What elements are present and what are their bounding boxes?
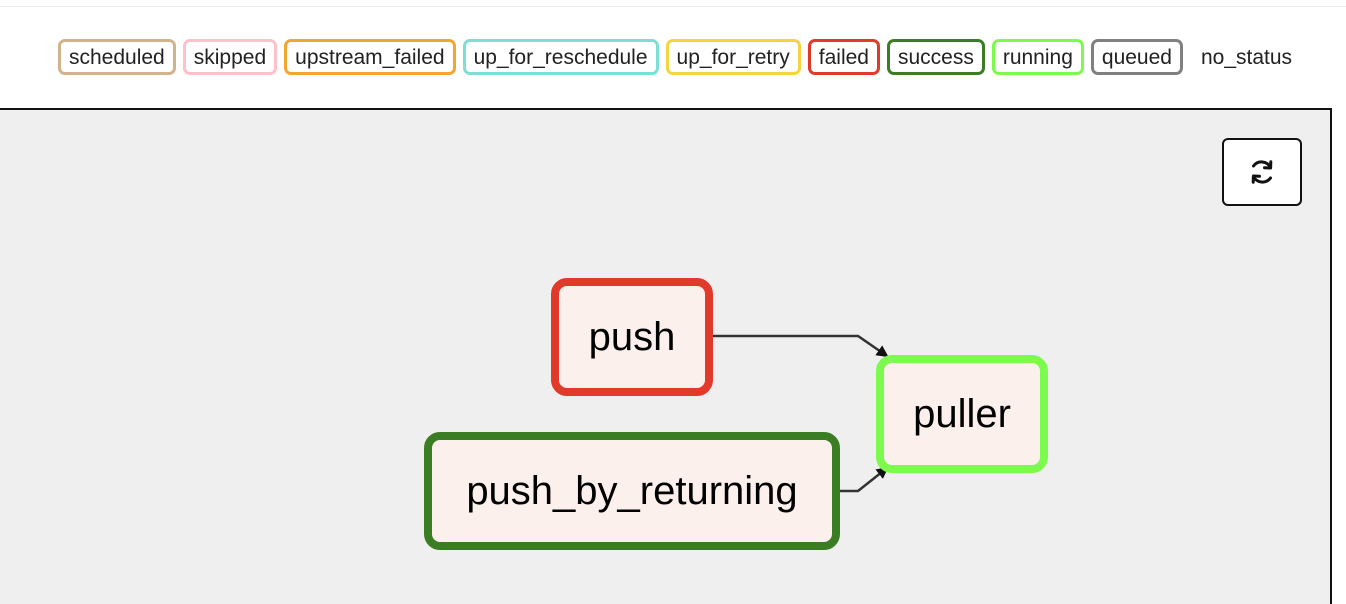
legend-running[interactable]: running [991, 39, 1084, 75]
task-node-puller[interactable]: puller [876, 355, 1048, 473]
task-node-push[interactable]: push [551, 278, 713, 396]
legend-up-for-retry[interactable]: up_for_retry [665, 39, 801, 75]
task-node-push-by-returning[interactable]: push_by_returning [424, 432, 840, 550]
top-divider [0, 6, 1346, 7]
legend-up-for-reschedule[interactable]: up_for_reschedule [462, 39, 659, 75]
legend-no-status[interactable]: no_status [1189, 39, 1304, 75]
refresh-button[interactable] [1222, 138, 1302, 206]
legend-scheduled[interactable]: scheduled [58, 39, 176, 75]
legend-success[interactable]: success [886, 39, 985, 75]
legend-failed[interactable]: failed [807, 39, 880, 75]
status-legend: scheduled skipped upstream_failed up_for… [58, 39, 1304, 75]
legend-upstream-failed[interactable]: upstream_failed [284, 39, 456, 75]
legend-queued[interactable]: queued [1090, 39, 1183, 75]
refresh-icon [1251, 160, 1273, 184]
legend-skipped[interactable]: skipped [182, 39, 278, 75]
